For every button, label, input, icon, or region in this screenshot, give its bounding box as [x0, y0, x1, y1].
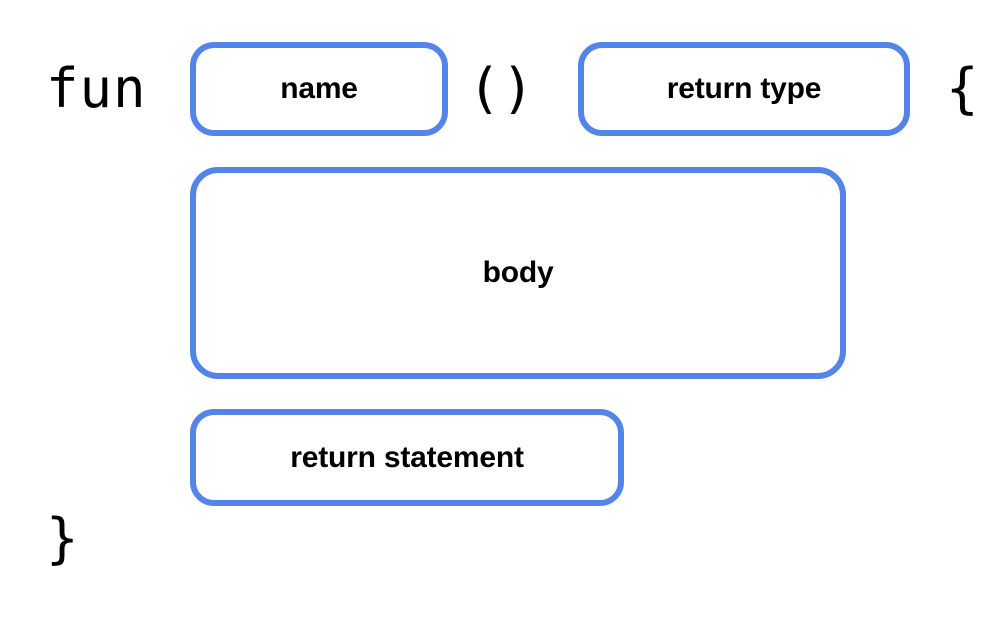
- keyword-fun: fun: [46, 57, 147, 120]
- slot-return-type[interactable]: return type: [578, 42, 910, 136]
- slot-body[interactable]: body: [190, 167, 846, 379]
- slot-return-type-label: return type: [666, 72, 822, 105]
- brace-close-token: }: [46, 507, 79, 570]
- slot-function-name[interactable]: name: [190, 42, 448, 136]
- slot-return-statement-label: return statement: [290, 440, 524, 474]
- slot-function-name-label: name: [280, 72, 358, 105]
- brace-open-token: {: [946, 57, 979, 120]
- slot-return-statement[interactable]: return statement: [190, 409, 624, 506]
- slot-body-label: body: [482, 256, 554, 289]
